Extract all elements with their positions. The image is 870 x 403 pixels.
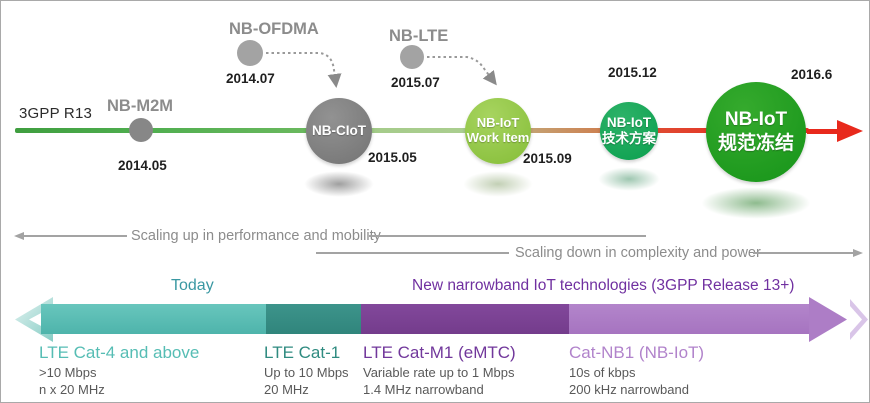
bar-right-arrowhead-icon [809, 297, 847, 342]
nb-ofdma-dot [237, 40, 263, 66]
spec-freeze-node-line2: 规范冻结 [717, 133, 794, 154]
nb-ofdma-date: 2014.07 [226, 71, 275, 86]
nb-ciot-node: NB-CIoT [306, 98, 372, 164]
tech-plan-node-line1: NB-IoT [606, 115, 652, 131]
ciot-shadow [304, 171, 374, 197]
bar-segment-catnb1 [569, 304, 809, 334]
category-cat1-detail2: 20 MHz [264, 381, 309, 397]
category-catm1-detail2: 1.4 MHz narrowband [363, 381, 484, 397]
tech-plan-node: NB-IoT 技术方案 [600, 102, 658, 160]
tech-plan-shadow [598, 167, 660, 191]
nb-m2m-date: 2014.05 [118, 158, 167, 173]
category-cat1-name: LTE Cat-1 [264, 343, 341, 362]
nb-ofdma-label: NB-OFDMA [229, 20, 319, 38]
spec-freeze-date: 2016.6 [791, 67, 833, 82]
new-tech-label: New narrowband IoT technologies (3GPP Re… [412, 277, 795, 294]
work-item-node-line1: NB-IoT [476, 115, 520, 131]
work-item-date: 2015.09 [523, 151, 572, 166]
nb-m2m-dot [129, 118, 153, 142]
scale-up-line-left [23, 235, 127, 237]
nb-lte-date: 2015.07 [391, 75, 440, 90]
era-label: 3GPP R13 [19, 105, 93, 122]
category-catnb1-detail1: 10s of kbps [569, 365, 636, 380]
work-item-node-line2: Work Item [466, 130, 530, 145]
scale-down-line-right [753, 252, 853, 254]
spec-freeze-node: NB-IoT 规范冻结 [706, 82, 806, 182]
nb-ciot-node-label: NB-CIoT [312, 123, 366, 139]
category-cat1-detail1: Up to 10 Mbps [264, 365, 349, 380]
category-catm1: LTE Cat-M1 (eMTC) Variable rate up to 1 … [363, 341, 516, 398]
tech-plan-node-line2: 技术方案 [602, 131, 656, 146]
category-cat4-name: LTE Cat-4 and above [39, 343, 200, 362]
tech-plan-date: 2015.12 [608, 65, 657, 80]
category-cat4-detail2: n x 20 MHz [39, 381, 105, 397]
scale-down-arrow-icon [853, 249, 863, 257]
bar-segment-cat4 [41, 304, 266, 334]
category-catnb1-name: Cat-NB1 (NB-IoT) [569, 343, 705, 362]
category-cat1: LTE Cat-1 Up to 10 Mbps 20 MHz [264, 341, 349, 398]
nb-ciot-date: 2015.05 [368, 150, 417, 165]
category-catm1-name: LTE Cat-M1 (eMTC) [363, 343, 516, 362]
category-catm1-detail1: Variable rate up to 1 Mbps [363, 365, 515, 380]
nb-lte-label: NB-LTE [389, 27, 449, 45]
nb-lte-dot [400, 45, 424, 69]
scale-down-line-left [316, 252, 509, 254]
category-catnb1-detail2: 200 kHz narrowband [569, 381, 689, 397]
work-item-node: NB-IoT Work Item [465, 98, 531, 164]
category-catnb1: Cat-NB1 (NB-IoT) 10s of kbps 200 kHz nar… [569, 341, 704, 398]
category-cat4: LTE Cat-4 and above >10 Mbps n x 20 MHz [39, 341, 199, 398]
scale-up-line-right [369, 235, 646, 237]
today-label: Today [171, 277, 214, 294]
category-cat4-detail1: >10 Mbps [39, 365, 97, 380]
timeline-end-arrow-icon [837, 120, 863, 142]
nb-m2m-label: NB-M2M [107, 97, 173, 115]
bar-segment-cat1 [266, 304, 361, 334]
scale-up-text: Scaling up in performance and mobility [131, 228, 381, 244]
scale-up-arrow-icon [14, 232, 24, 240]
work-item-shadow [463, 171, 533, 197]
timeline-axis [15, 128, 809, 133]
bar-segment-catm1 [361, 304, 569, 334]
timeline-end-arrow-shaft [807, 129, 839, 134]
spec-freeze-shadow [701, 187, 811, 219]
spec-freeze-node-line1: NB-IoT [724, 109, 788, 131]
scale-down-text: Scaling down in complexity and power [515, 245, 761, 261]
